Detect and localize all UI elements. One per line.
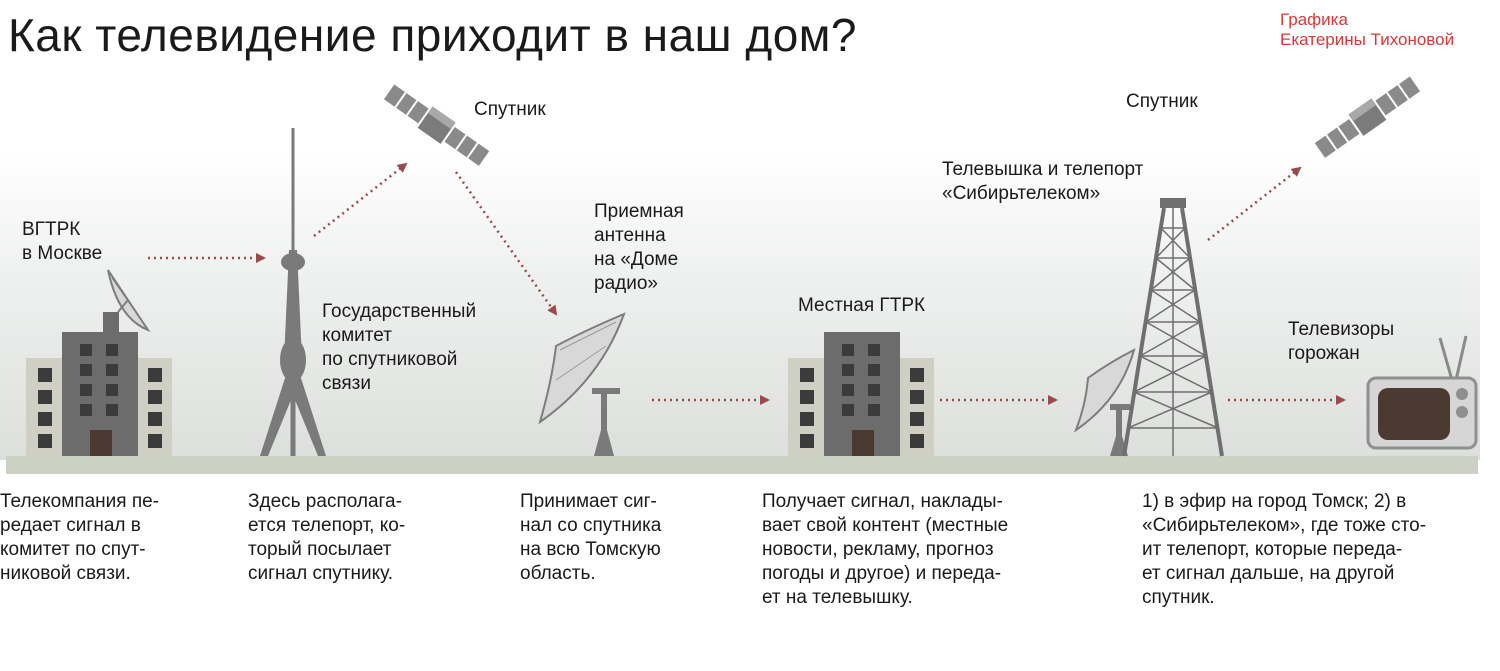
description-line: Принимает сиг- — [520, 491, 657, 512]
description-line: нал со спутника — [520, 515, 662, 536]
dish-antenna-icon — [538, 312, 626, 456]
description-line: «Сибирьтелеком», где тоже сто- — [1142, 515, 1427, 536]
description-line: ет на телевышку. — [762, 587, 913, 608]
description-line: новости, рекламу, прогноз — [762, 539, 994, 560]
description-line: торый посылает — [248, 539, 392, 560]
description-line: Телекомпания пе- — [0, 491, 159, 512]
description-line: погоды и другое) и переда- — [762, 563, 1002, 584]
satellite-icon — [1314, 76, 1421, 158]
label-committee-line: Государственный — [322, 301, 477, 322]
label-committee-line: по спутниковой — [322, 349, 458, 370]
label-tower-line: Телевышка и телепорт — [942, 159, 1144, 180]
description-line: никовой связи. — [0, 563, 131, 584]
tv-tower-icon — [260, 128, 326, 456]
arrow-committee-to-satellite — [313, 162, 408, 237]
label-antenna: Приемная антенна на «Доме радио» — [594, 200, 684, 296]
dish-antenna-icon — [107, 269, 151, 333]
ground-strip — [6, 456, 1478, 474]
description-line: ит телепорт, которые переда- — [1142, 539, 1403, 560]
label-tv-line: горожан — [1288, 343, 1360, 364]
credit-line-1: Графика — [1280, 10, 1348, 29]
lattice-tower-icon — [1122, 198, 1224, 457]
building-icon — [26, 312, 172, 456]
label-tower-line: «Сибирьтелеком» — [942, 183, 1101, 204]
arrow-tower-to-satellite — [1207, 166, 1302, 241]
page-title: Как телевидение приходит в наш дом? — [8, 9, 857, 61]
label-satellite-1: Спутник — [474, 99, 546, 120]
label-committee-line: комитет — [322, 325, 392, 346]
label-antenna-line: радио» — [594, 273, 658, 294]
label-satellite-2: Спутник — [1126, 91, 1198, 112]
description-line: вает свой контент (местные — [762, 515, 1009, 536]
label-antenna-line: на «Доме — [594, 249, 679, 270]
label-vgtrk-line: в Москве — [22, 243, 103, 264]
arrow-satellite-to-antenna — [454, 171, 558, 316]
description-line: область. — [520, 563, 596, 584]
description-5: 1) в эфир на город Томск; 2) в «Сибирьте… — [1142, 490, 1426, 610]
label-tv-line: Телевизоры — [1288, 319, 1395, 340]
description-line: сигнал спутнику. — [248, 563, 393, 584]
label-antenna-line: антенна — [594, 225, 666, 246]
dish-antenna-icon — [1073, 348, 1136, 456]
building-icon — [788, 332, 934, 456]
label-committee-line: связи — [322, 373, 371, 394]
description-line: ется телепорт, ко- — [248, 515, 406, 536]
label-tv: Телевизоры горожан — [1288, 318, 1394, 366]
label-vgtrk-line: ВГТРК — [22, 219, 81, 240]
description-line: спутник. — [1142, 587, 1215, 608]
credit: Графика Екатерины Тихоновой — [1280, 10, 1454, 50]
description-line: ет сигнал дальше, на другой — [1142, 563, 1395, 584]
description-line: редает сигнал в — [0, 515, 141, 536]
label-local-gtrk: Местная ГТРК — [798, 295, 926, 316]
label-antenna-line: Приемная — [594, 201, 684, 222]
label-vgtrk: ВГТРК в Москве — [22, 218, 102, 266]
description-2: Здесь располага- ется телепорт, ко- торы… — [248, 490, 405, 586]
label-tower: Телевышка и телепорт «Сибирьтелеком» — [942, 158, 1143, 206]
description-line: на всю Томскую — [520, 539, 661, 560]
description-1: Телекомпания пе- редает сигнал в комитет… — [0, 490, 159, 586]
description-line: комитет по спут- — [0, 539, 146, 560]
description-line: Получает сигнал, наклады- — [762, 491, 1003, 512]
description-4: Получает сигнал, наклады- вает свой конт… — [762, 490, 1008, 610]
background-band — [0, 150, 1480, 460]
television-icon — [1366, 335, 1478, 450]
credit-line-2: Екатерины Тихоновой — [1280, 30, 1455, 49]
satellite-icon — [383, 84, 490, 166]
signal-arrows — [148, 162, 1346, 405]
description-line: 1) в эфир на город Томск; 2) в — [1142, 491, 1407, 512]
label-committee: Государственный комитет по спутниковой с… — [322, 300, 476, 396]
description-line: Здесь располага- — [248, 491, 402, 512]
description-3: Принимает сиг- нал со спутника на всю То… — [520, 490, 661, 586]
